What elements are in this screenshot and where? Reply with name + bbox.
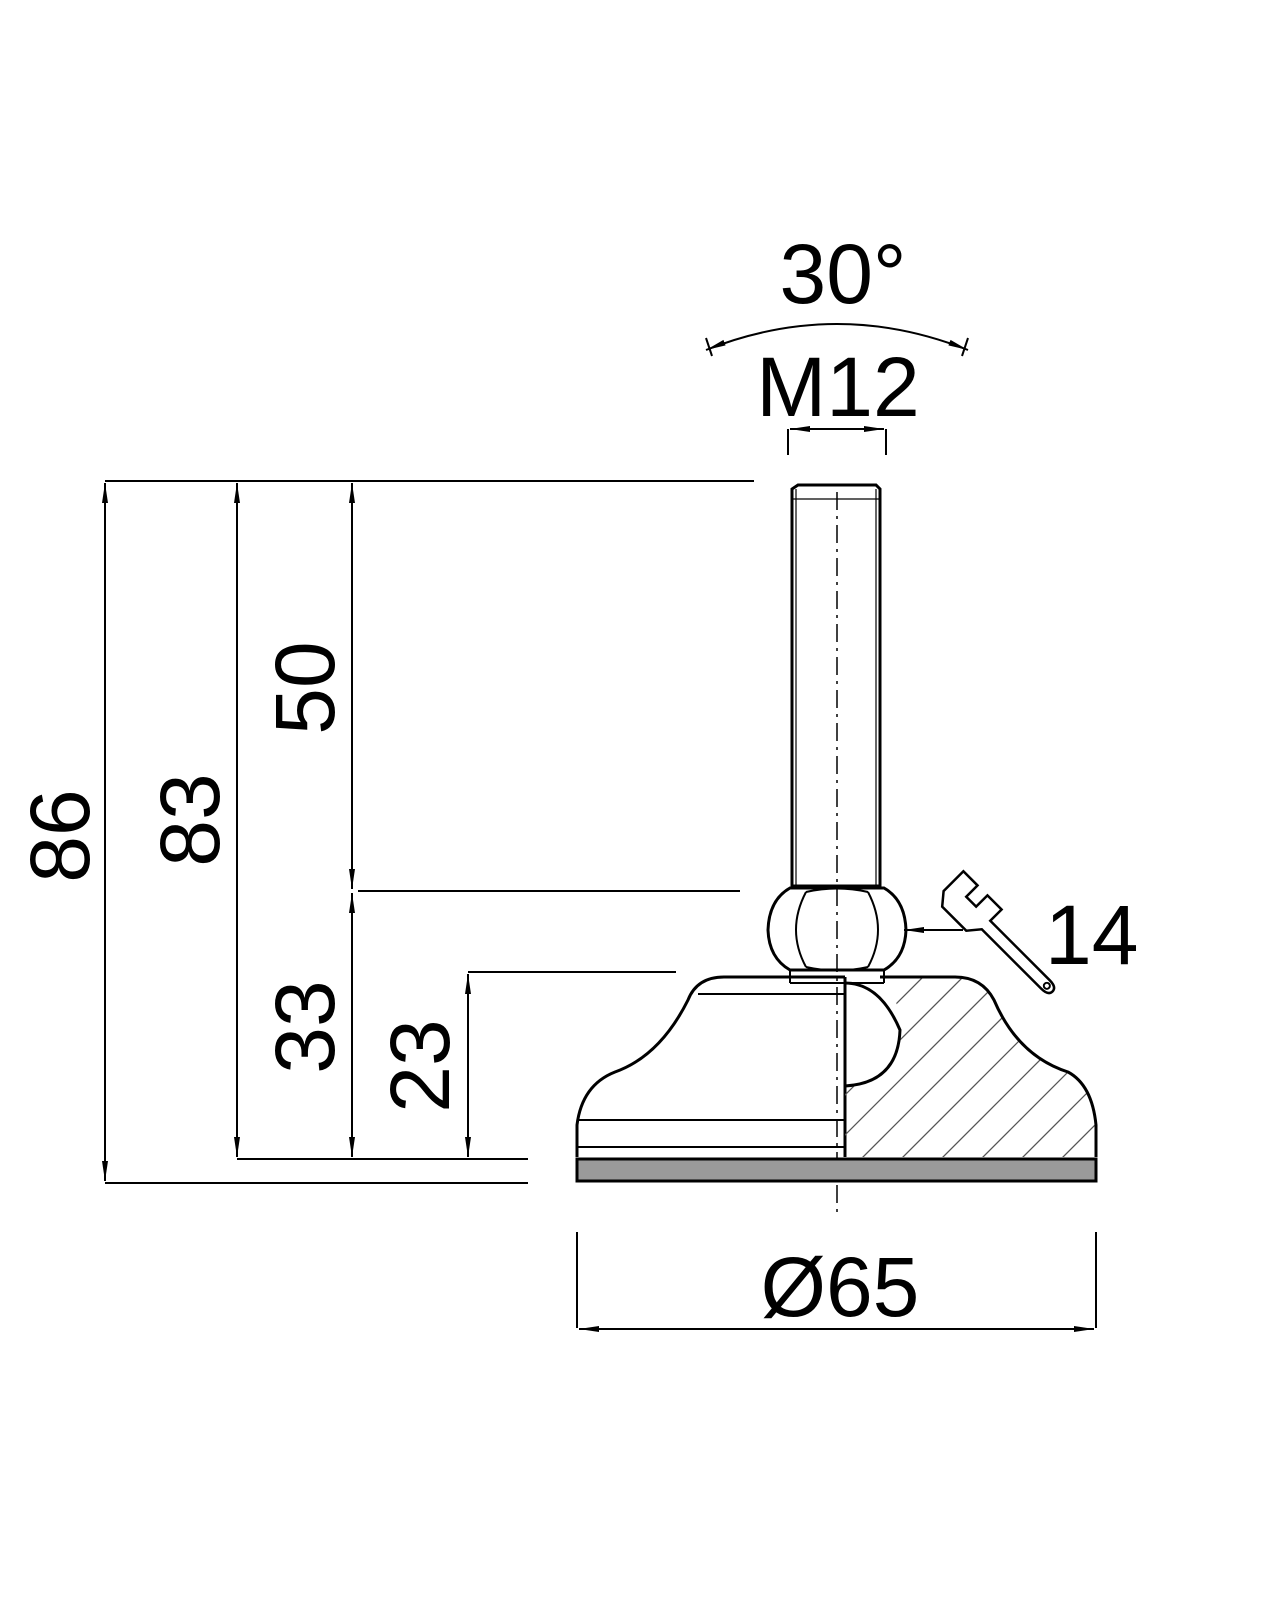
- dim-33-label: 33: [258, 980, 352, 1073]
- section-hatching: [845, 977, 1096, 1157]
- base-section: [844, 975, 1098, 1157]
- wrench-size-label: 14: [1045, 888, 1138, 982]
- threaded-stud: [790, 483, 882, 888]
- ball-socket: [844, 981, 902, 1088]
- dim-23-label: 23: [373, 1019, 467, 1112]
- dim-50-label: 50: [258, 641, 352, 734]
- dim-83-label: 83: [143, 773, 237, 866]
- angle-label: 30°: [779, 227, 906, 321]
- base-elevation: [575, 975, 847, 1157]
- dim-arc-angle: [705, 323, 969, 351]
- thread-label: M12: [756, 340, 919, 434]
- dimension-lines: [102, 323, 1094, 1332]
- dim-86-label: 86: [13, 789, 107, 882]
- rubber-pad: [575, 1157, 1098, 1183]
- extension-lines: [105, 429, 1097, 1328]
- wrench-icon: [940, 869, 1056, 995]
- hex-nut: [766, 886, 908, 984]
- diameter-label: Ø65: [761, 1240, 920, 1334]
